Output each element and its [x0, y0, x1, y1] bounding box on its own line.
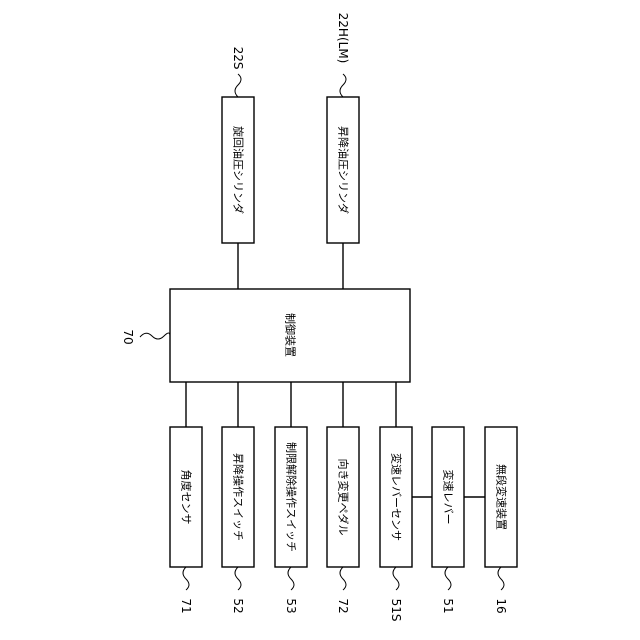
input-direction-pedal-block: 向き変更ペダル — [327, 427, 359, 567]
controller-ref-leader — [140, 333, 170, 339]
cylinder-lift-ref: 22H(LM) — [336, 13, 350, 64]
controller-label: 制御装置 — [284, 313, 298, 357]
controller-ref: 70 — [121, 329, 135, 344]
input-lift-switch-ref: 52 — [231, 598, 245, 613]
input-direction-pedal-label: 向き変更ペダル — [337, 459, 351, 536]
input-limit-release-switch-ref: 53 — [284, 598, 298, 613]
cylinder-swing-ref-leader — [235, 74, 241, 97]
cylinder-lift-block: 昇降油圧シリンダ — [327, 97, 359, 243]
cylinder-swing-ref: 22S — [231, 47, 245, 70]
input-angle-label: 角度センサ — [180, 470, 194, 525]
input-shift-lever-ref: 51 — [441, 598, 455, 613]
cylinder-lift-ref-leader — [340, 74, 346, 97]
input-limit-release-switch-label: 制限解除操作スイッチ — [285, 442, 299, 552]
input-lift-switch-label: 昇降操作スイッチ — [232, 453, 246, 541]
controller-block: 制御装置 — [170, 289, 410, 382]
cylinder-swing-block: 旋回油圧シリンダ — [222, 97, 254, 243]
input-cvt-block: 無段変速装置 — [485, 427, 517, 567]
cylinder-lift-label: 昇降油圧シリンダ — [337, 126, 351, 214]
input-shift-lever-block: 変速レバー — [432, 427, 464, 567]
input-shift-lever-sensor-label: 変速レバーセンサ — [390, 453, 404, 541]
input-cvt-ref-leader — [498, 567, 504, 590]
input-lift-switch-block: 昇降操作スイッチ — [222, 427, 254, 567]
input-shift-lever-label: 変速レバー — [442, 470, 456, 525]
input-lift-switch-ref-leader — [235, 567, 241, 590]
input-limit-release-switch-block: 制限解除操作スイッチ — [275, 427, 307, 567]
input-angle-block: 角度センサ — [170, 427, 202, 567]
input-shift-lever-sensor-ref: 51S — [389, 599, 403, 622]
input-cvt-ref: 16 — [494, 598, 508, 613]
input-direction-pedal-ref-leader — [340, 567, 346, 590]
input-angle-ref: 71 — [179, 598, 193, 613]
input-shift-lever-ref-leader — [445, 567, 451, 590]
input-angle-ref-leader — [183, 567, 189, 590]
cylinder-swing-label: 旋回油圧シリンダ — [232, 126, 246, 214]
input-limit-release-switch-ref-leader — [288, 567, 294, 590]
input-shift-lever-sensor-block: 変速レバーセンサ — [380, 427, 412, 567]
input-cvt-label: 無段変速装置 — [495, 464, 509, 530]
input-shift-lever-sensor-ref-leader — [393, 567, 399, 590]
input-direction-pedal-ref: 72 — [336, 598, 350, 613]
